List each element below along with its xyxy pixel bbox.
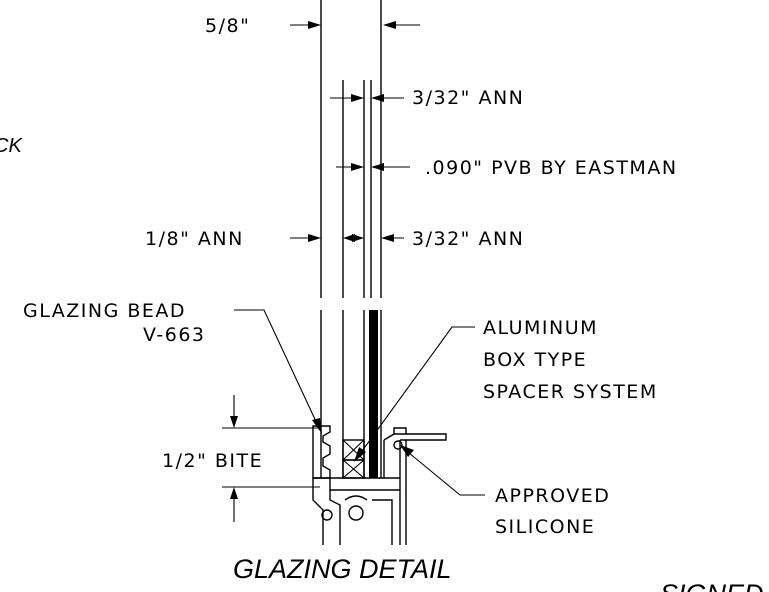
spacer-label-line1: ALUMINUM [483,317,598,339]
pvb-dimension [336,163,410,171]
interlayer-label: .090" PVB BY EASTMAN [425,157,678,179]
spacer-label-line3: SPACER SYSTEM [483,381,658,403]
spacer-leader [354,326,475,462]
outer-lite-dimension [330,94,404,102]
left-edge-fragment: CK [0,135,23,157]
inner-lite-label: 3/32" ANN [412,228,524,250]
frame-profile [312,425,447,545]
bite-label: 1/2" BITE [162,450,263,472]
glazing-bead-label-line1: GLAZING BEAD [23,300,186,322]
outer-lite-label: 3/32" ANN [412,87,524,109]
silicone-label-line1: APPROVED [495,485,610,507]
drawing-title: GLAZING DETAIL [233,554,452,584]
silicone-label-line2: SILICONE [495,516,595,538]
overall-dimension [290,21,420,29]
bite-dimension [222,395,320,522]
silicone-leader [400,445,485,496]
overall-thickness-label: 5/8" [205,15,250,37]
spacer-label-line2: BOX TYPE [483,349,587,371]
pvb-interlayer [369,310,378,478]
glass-lites [320,0,382,478]
back-lite-label: 1/8" ANN [145,228,244,250]
glazing-bead-leader [234,309,322,434]
glazing-bead-label-line2: V-663 [143,324,206,346]
bottom-right-fragment: SIGNED [660,579,764,592]
back-lite-dimension [290,234,404,242]
